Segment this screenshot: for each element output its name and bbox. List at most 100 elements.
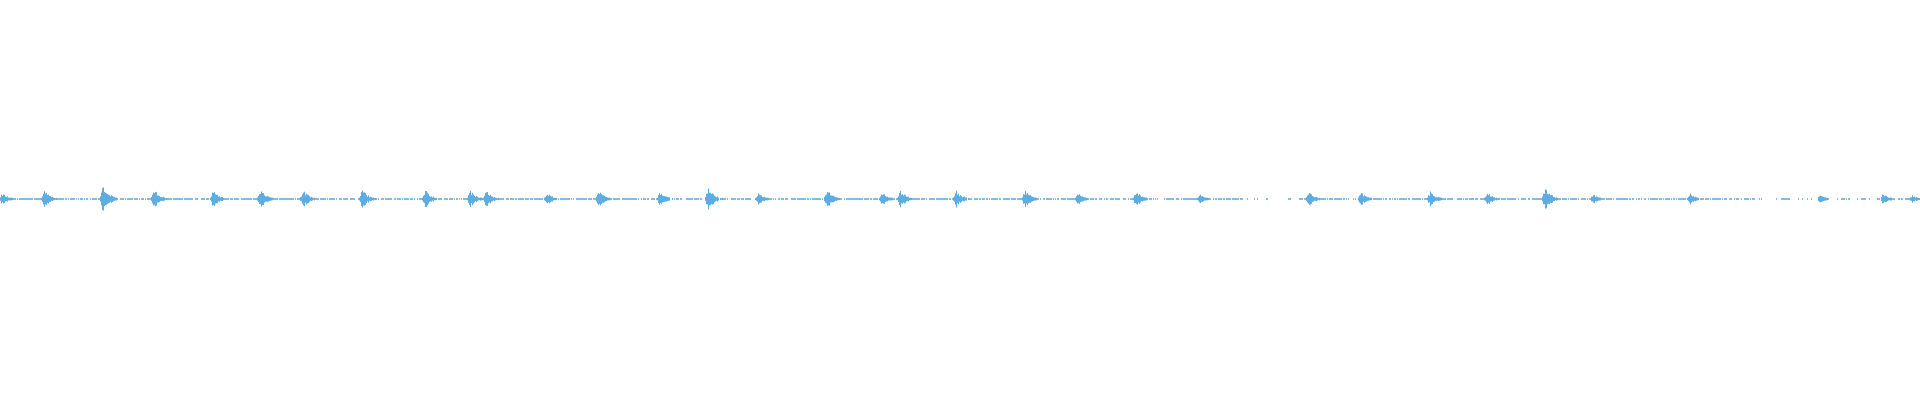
- waveform-sample: [195, 198, 196, 200]
- waveform-sample: [367, 196, 368, 202]
- waveform-sample: [775, 198, 776, 200]
- waveform-sample: [472, 192, 473, 206]
- waveform-sample: [469, 192, 470, 206]
- waveform-sample: [1885, 195, 1886, 203]
- waveform-sample: [43, 193, 44, 205]
- waveform-sample: [1461, 198, 1462, 200]
- waveform-sample: [681, 198, 682, 200]
- waveform-sample: [108, 194, 109, 204]
- waveform-sample: [916, 198, 917, 200]
- waveform-sample: [1645, 198, 1646, 200]
- waveform-sample: [404, 198, 405, 200]
- waveform-sample: [80, 198, 81, 200]
- waveform-sample: [829, 192, 830, 206]
- waveform-sample: [1546, 189, 1547, 209]
- waveform-sample: [977, 198, 978, 200]
- waveform-sample: [324, 198, 325, 200]
- waveform-sample: [423, 195, 424, 203]
- waveform-sample: [816, 198, 817, 200]
- waveform-sample: [712, 193, 713, 205]
- waveform-sample: [395, 198, 396, 200]
- waveform-sample: [810, 198, 811, 200]
- waveform-sample: [632, 198, 633, 200]
- waveform-sample: [1557, 197, 1558, 201]
- waveform-sample: [1229, 198, 1230, 200]
- waveform-sample: [1170, 198, 1171, 200]
- waveform-sample: [1489, 194, 1490, 204]
- waveform-sample: [1601, 198, 1602, 200]
- waveform-sample: [807, 198, 808, 200]
- waveform-sample: [867, 198, 868, 200]
- waveform-sample: [593, 198, 594, 200]
- waveform-sample: [137, 198, 138, 200]
- waveform-sample: [839, 197, 840, 201]
- waveform-sample: [304, 191, 305, 207]
- waveform-sample: [433, 196, 434, 202]
- waveform-sample: [501, 198, 502, 200]
- waveform-sample: [1487, 193, 1488, 205]
- waveform-sample: [579, 198, 580, 200]
- waveform-sample: [1402, 198, 1403, 200]
- waveform-sample: [248, 198, 249, 200]
- waveform-sample: [432, 197, 433, 201]
- waveform-sample: [1550, 195, 1551, 203]
- waveform-sample: [717, 196, 718, 202]
- waveform-sample: [922, 198, 923, 200]
- waveform-sample: [1473, 198, 1474, 200]
- waveform-sample: [1138, 195, 1139, 203]
- waveform-sample: [81, 198, 82, 200]
- waveform-sample: [241, 198, 242, 200]
- waveform-sample: [421, 198, 422, 200]
- waveform-sample: [1306, 197, 1307, 201]
- waveform-sample: [483, 197, 484, 201]
- waveform-sample: [1656, 198, 1657, 200]
- waveform-sample: [797, 198, 798, 200]
- waveform-sample: [1095, 198, 1096, 200]
- waveform-sample: [1072, 198, 1073, 200]
- waveform-sample: [615, 198, 616, 200]
- waveform-sample: [1554, 197, 1555, 201]
- waveform-sample: [538, 198, 539, 200]
- waveform-sample: [601, 194, 602, 204]
- waveform-sample: [708, 188, 709, 210]
- waveform-sample: [15, 198, 16, 200]
- waveform-sample: [991, 198, 992, 200]
- waveform-sample: [773, 198, 774, 200]
- waveform-sample: [1737, 198, 1738, 200]
- waveform-sample: [549, 194, 550, 204]
- waveform-sample: [706, 193, 707, 205]
- waveform-sample: [1339, 198, 1340, 200]
- waveform-sample: [1021, 198, 1022, 200]
- waveform-sample: [1736, 198, 1737, 200]
- waveform-sample: [50, 196, 51, 202]
- waveform-sample: [101, 192, 102, 206]
- waveform-sample: [465, 198, 466, 200]
- waveform-sample: [26, 198, 27, 200]
- waveform-sample: [1424, 198, 1425, 200]
- waveform-sample: [236, 198, 237, 200]
- waveform-sample: [136, 198, 137, 200]
- waveform-sample: [945, 198, 946, 200]
- waveform-sample: [1044, 198, 1045, 200]
- waveform-sample: [940, 198, 941, 200]
- waveform-sample: [1881, 196, 1882, 202]
- waveform-sample: [1621, 198, 1622, 200]
- waveform-sample: [1682, 198, 1683, 200]
- waveform-sample: [176, 198, 177, 200]
- waveform-sample: [696, 198, 697, 200]
- waveform-sample: [960, 195, 961, 203]
- waveform-sample: [1091, 198, 1092, 200]
- waveform-sample: [1786, 198, 1787, 200]
- waveform-sample: [1132, 198, 1133, 200]
- waveform-sample: [1131, 198, 1132, 200]
- waveform-sample: [28, 198, 29, 200]
- waveform-sample: [1394, 198, 1395, 200]
- waveform-sample: [1024, 194, 1025, 204]
- waveform-sample: [963, 196, 964, 202]
- waveform-sample: [181, 198, 182, 200]
- waveform-sample: [657, 197, 658, 201]
- waveform-sample: [830, 195, 831, 203]
- waveform-sample: [44, 191, 45, 207]
- waveform-sample: [237, 198, 238, 200]
